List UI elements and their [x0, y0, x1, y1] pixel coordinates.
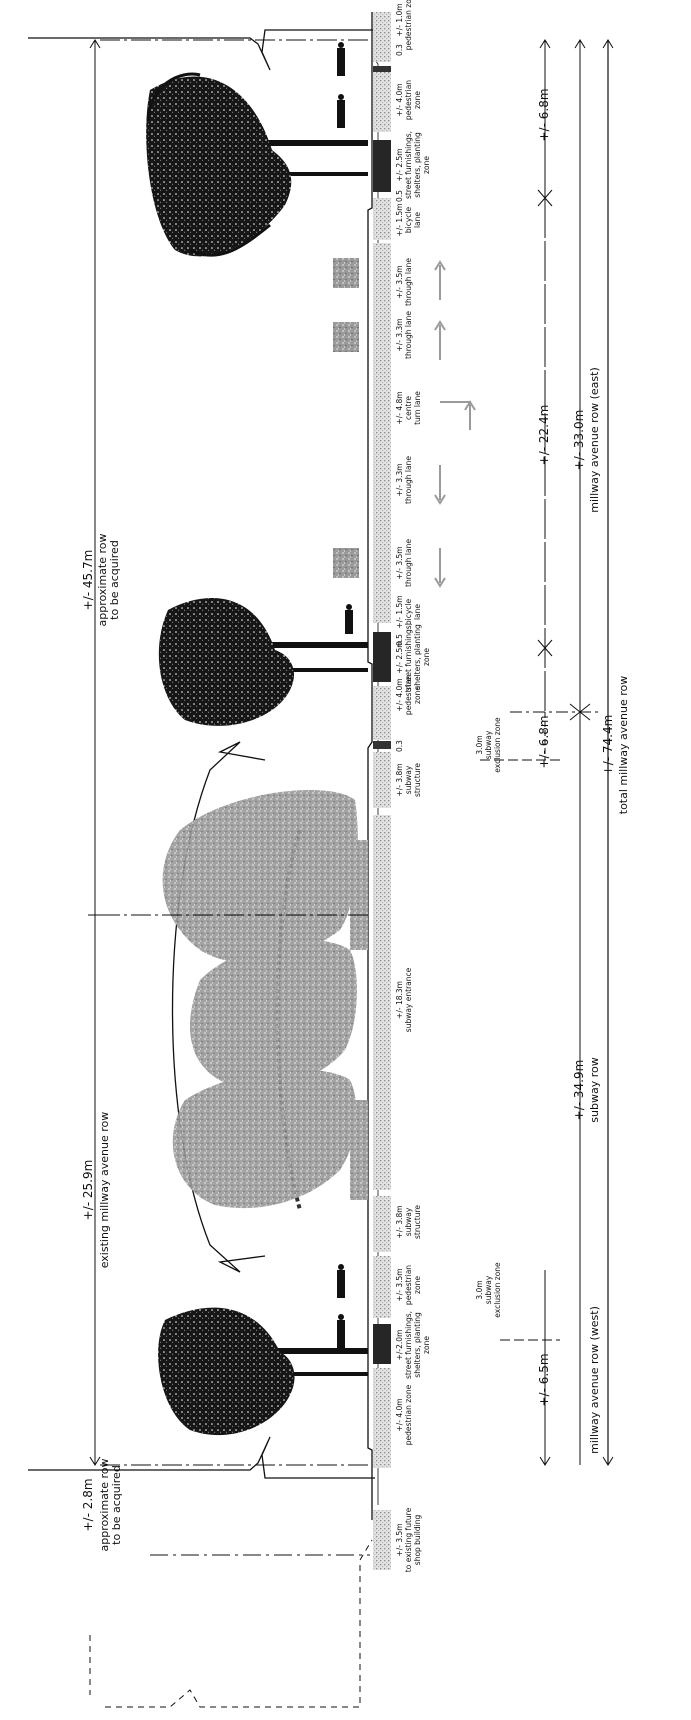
zone-label: +/- 2.5mstreet furnishings,shelters, pla… [395, 623, 431, 691]
subway-structure-east-pavement [373, 752, 391, 808]
zone-label: 0.5 [395, 190, 404, 202]
ped-zone-west-2-pavement [373, 1368, 391, 1468]
west-acquire-text: approximate rowto be acquired [98, 1459, 123, 1552]
planting-zone-west-road [373, 632, 391, 682]
x-tick-1 [537, 189, 553, 207]
planting-zone-east [373, 140, 391, 192]
curb-strip-east [373, 66, 391, 72]
pedestrians [337, 42, 353, 1348]
bus-west [333, 548, 359, 578]
acquire-row-text: approximate rowto be acquired [96, 534, 121, 627]
east-building-facade [28, 29, 375, 71]
zone-label: +/- 3.5mpedestrianzone [395, 1265, 422, 1305]
zone-label: +/- 3.8msubwaystructure [395, 763, 422, 797]
zone-label: +/-2.0mstreet furnishings,shelters, plan… [395, 1311, 431, 1379]
exclusion-east: 3.0msubwayexclusion zone [475, 717, 502, 773]
zone-label: +/- 2.5mstreet furnishings,shelters, pla… [395, 131, 431, 199]
planting-zone-west [373, 1324, 391, 1364]
person [337, 94, 345, 128]
subway-structure-west-pavement [373, 1196, 391, 1252]
street-tree-west-road [158, 598, 368, 726]
top-dimensions [88, 39, 370, 1556]
zone-label: +/- 4.0mpedestrian zone [395, 1384, 413, 1445]
subway-trees [162, 790, 368, 1209]
pavement-band [373, 12, 391, 1570]
zone-label: 0.3 [395, 44, 404, 56]
west-building-facade [28, 1436, 375, 1479]
exclusion-west: 3.0msubwayexclusion zone [475, 1262, 502, 1318]
person [337, 42, 345, 76]
west-row-text: millway avenue row (west) [588, 1306, 601, 1454]
bike-lane-east-pavement [373, 198, 391, 240]
zone-label: +/- 1.5mbicyclelane [395, 595, 422, 628]
ped-zone-mid-pavement [373, 686, 391, 740]
surface-line [367, 12, 373, 1520]
zone-label: +/- 3.8msubwaystructure [395, 1205, 422, 1239]
zone-label: +/- 4.0mpedestrianzone [395, 675, 422, 715]
exclusion-labels: 3.0msubwayexclusion zone 3.0msubwayexclu… [475, 717, 502, 1318]
bus-east-2 [333, 322, 359, 352]
lane-arrows [434, 260, 476, 588]
total-value: +/- 74.4m [601, 715, 615, 776]
zone-label: +/- 1.0mpedestrian zone [395, 0, 413, 50]
future-shop-pavement [373, 1510, 391, 1570]
west-edge-value: +/- 6.5m [537, 1353, 551, 1406]
subway-row-value: +/- 34.9m [572, 1060, 586, 1121]
zone-label: +/- 3.5mthrough lane [395, 258, 413, 306]
person [337, 1314, 345, 1348]
zone-label: 0.5 [395, 634, 404, 646]
lane-vehicles [333, 258, 359, 578]
street-tree-east [146, 72, 368, 257]
west-acquire-value: +/- 2.8m [81, 1478, 95, 1531]
bottom-dimensions [480, 39, 614, 1466]
zone-label: +/- 3.5mto existing futureshop building [395, 1507, 422, 1572]
street-tree-west [158, 1307, 368, 1436]
bus-east [333, 258, 359, 288]
existing-row-text: existing millway avenue row [98, 1112, 111, 1269]
subway-entrance-pavement [373, 815, 391, 1190]
zone-label: +/- 3.5mthrough lane [395, 539, 413, 587]
roadway-pavement [373, 243, 391, 623]
ped-zone-east-pavement [373, 72, 391, 132]
zone-label: +/- 4.0mpedestrianzone [395, 80, 422, 120]
acquire-row-value: +/- 45.7m [81, 550, 95, 611]
ped-zone-west-pavement [373, 1256, 391, 1318]
curb-mid [373, 741, 391, 749]
x-tick-2 [537, 639, 553, 657]
bottom-dim-labels: +/- 6.8m +/- 22.4m +/- 6.8m +/- 33.0m mi… [537, 88, 630, 1453]
zone-label: +/- 4.8mcentreturn lane [395, 391, 422, 425]
dashed-future-building [89, 1539, 373, 1708]
zone-label: +/- 3.3mthrough lane [395, 311, 413, 359]
existing-row-value: +/- 25.9m [81, 1160, 95, 1221]
subway-row-text: subway row [588, 1057, 601, 1122]
zone-label: +/- 18.3msubway entrance [395, 967, 413, 1032]
zone-label: 0.3 [395, 740, 404, 752]
zone-label: +/- 1.5mbicyclelane [395, 203, 422, 236]
east-road-value: +/- 22.4m [537, 405, 551, 466]
east-edge-value: +/- 6.8m [537, 88, 551, 141]
top-dim-labels: +/- 45.7m approximate rowto be acquired … [81, 534, 123, 1552]
east-boundary-value: +/- 6.8m [537, 715, 551, 768]
ped-zone-east-strip [373, 12, 391, 62]
person [345, 604, 353, 634]
person [337, 1264, 345, 1298]
east-row-value: +/- 33.0m [572, 410, 586, 471]
zone-label: +/- 3.3mthrough lane [395, 456, 413, 504]
total-text: total millway avenue row [617, 676, 630, 815]
east-row-text: millway avenue row (east) [588, 367, 601, 513]
